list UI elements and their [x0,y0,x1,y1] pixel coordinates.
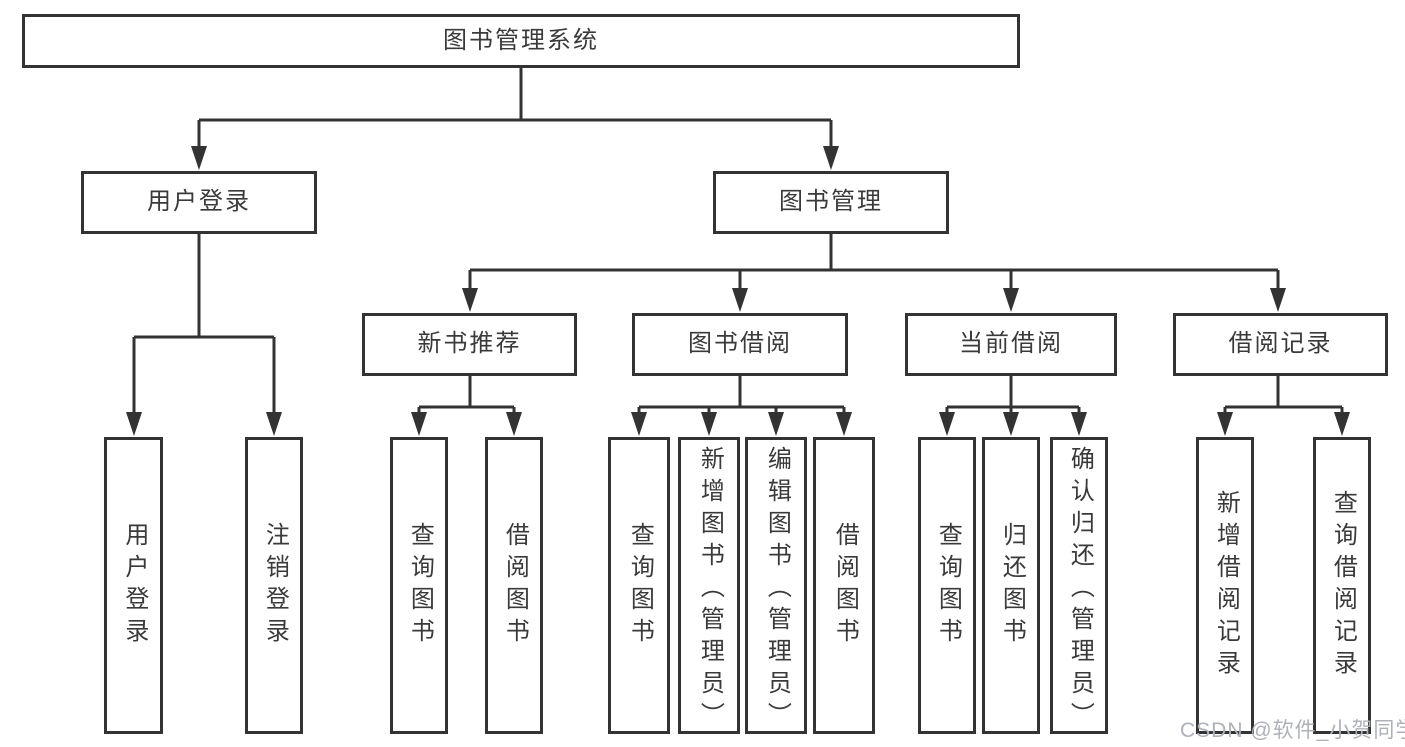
watermark-text: CSDN @软件_小贺同学 [1180,719,1405,742]
connector-user-login-to-leaves [132,233,276,431]
node-book-management: 图书管理 [713,171,949,234]
node-borrowing-records: 借阅记录 [1173,313,1388,376]
arrowheads [126,146,1350,436]
leaf-borrowing-borrow-books: 借阅图书 [813,437,875,734]
node-library-system: 图书管理系统 [22,14,1020,68]
leaf-logout: 注销登录 [245,437,303,734]
node-current-borrowing: 当前借阅 [905,313,1117,376]
connector-borrowing-to-leaves [637,376,846,431]
leaf-recommend-query-books: 查询图书 [390,437,448,734]
connector-root-to-level2 [197,67,833,165]
connector-records-to-leaves [1223,376,1344,431]
leaf-borrowing-query-books: 查询图书 [608,437,670,734]
connector-book-mgmt-to-level3 [468,233,1280,307]
connector-recommend-to-leaves [417,376,516,431]
leaf-current-confirm-return-admin: 确认归还（管理员） [1050,437,1108,734]
leaf-current-query-books: 查询图书 [918,437,976,734]
node-new-book-recommend: 新书推荐 [362,313,577,376]
node-book-borrowing: 图书借阅 [632,313,848,376]
leaf-recommend-borrow-books: 借阅图书 [485,437,543,734]
leaf-records-query-record: 查询借阅记录 [1313,437,1371,734]
leaf-borrowing-edit-books-admin: 编辑图书（管理员） [745,437,807,734]
leaf-records-add-record: 新增借阅记录 [1196,437,1254,734]
leaf-borrowing-add-books-admin: 新增图书（管理员） [678,437,740,734]
leaf-current-return-books: 归还图书 [982,437,1040,734]
leaf-user-login: 用户登录 [104,437,163,734]
node-user-login: 用户登录 [81,171,317,234]
